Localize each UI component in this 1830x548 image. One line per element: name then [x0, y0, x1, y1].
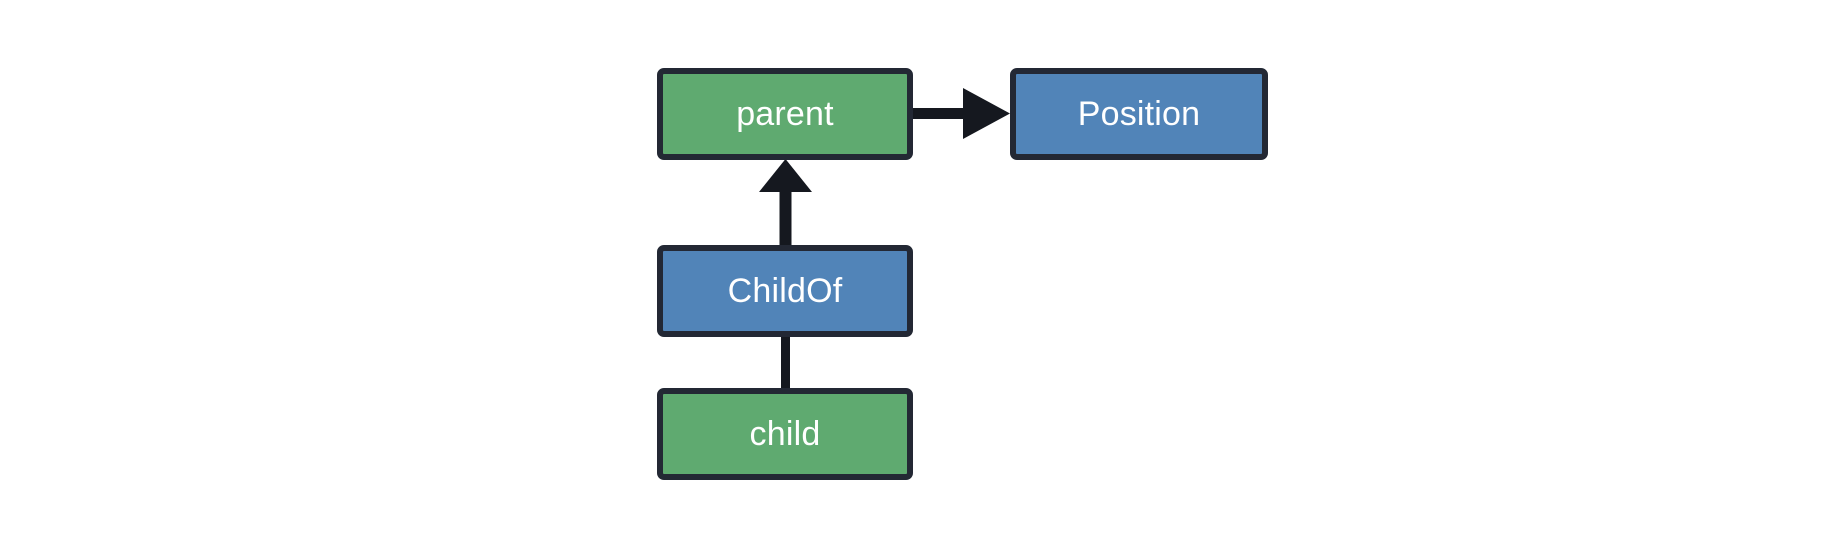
edge-parent-to-position [911, 88, 1010, 139]
node-childof-label: ChildOf [727, 272, 843, 310]
edge-childof-to-parent [759, 159, 812, 247]
node-parent-label: parent [736, 95, 834, 133]
node-childof[interactable]: ChildOf [657, 245, 913, 337]
node-parent[interactable]: parent [657, 68, 913, 160]
node-position[interactable]: Position [1010, 68, 1268, 160]
node-child[interactable]: child [657, 388, 913, 480]
edge-child-to-childof [781, 334, 790, 391]
node-child-label: child [749, 415, 821, 453]
node-position-label: Position [1077, 95, 1201, 133]
